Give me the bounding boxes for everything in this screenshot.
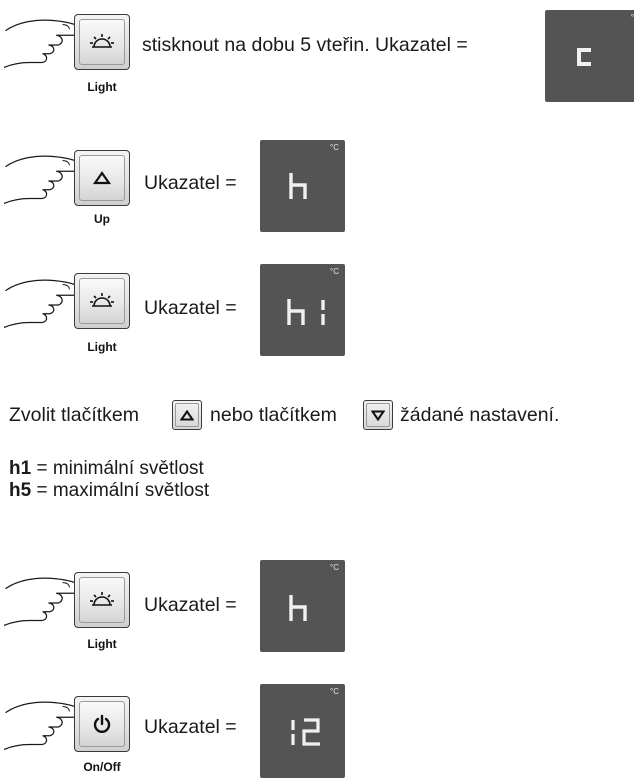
legend-h1: h1 = minimální světlost <box>9 458 204 480</box>
legend-text: = maximální světlost <box>36 480 210 501</box>
legend-h5: h5 = maximální světlost <box>9 480 209 502</box>
unit-label: °C <box>330 143 339 152</box>
instruction-text: stisknout na dobu 5 vteřin. Ukazatel = <box>142 34 468 56</box>
button-caption: Light <box>87 637 117 651</box>
select-text-before: Zvolit tlačítkem <box>9 404 140 426</box>
display-panel: °C h <box>260 140 345 232</box>
light-icon <box>90 293 114 307</box>
hand-pointing-icon <box>4 701 84 751</box>
up-arrow-icon <box>93 171 111 185</box>
light-button[interactable] <box>74 572 130 628</box>
hand-pointing-icon <box>4 279 84 329</box>
display-value-h <box>289 173 307 199</box>
light-button[interactable] <box>74 273 130 329</box>
button-caption: Light <box>87 80 117 94</box>
hand-pointing-icon <box>4 19 84 69</box>
down-button-small[interactable] <box>363 400 393 430</box>
instruction-text: Ukazatel = <box>144 716 237 738</box>
up-button[interactable] <box>74 150 130 206</box>
power-icon <box>93 714 111 733</box>
button-caption: Light <box>87 340 117 354</box>
select-text-after: žádané nastavení. <box>400 404 560 426</box>
light-button[interactable] <box>74 14 130 70</box>
display-panel: °C 12 <box>260 684 345 778</box>
instruction-text: Ukazatel = <box>144 297 237 319</box>
light-icon <box>90 592 114 606</box>
display-value-h1 <box>287 299 325 325</box>
button-caption: On/Off <box>83 760 121 774</box>
light-icon <box>90 34 114 48</box>
legend-text: = minimální světlost <box>36 458 204 479</box>
button-caption: Up <box>94 212 110 226</box>
on-off-button[interactable] <box>74 696 130 752</box>
display-value-12 <box>291 718 320 746</box>
unit-label: °C <box>330 563 339 572</box>
instruction-text: Ukazatel = <box>144 594 237 616</box>
unit-label: ° <box>630 13 634 22</box>
display-value-h <box>289 595 307 621</box>
unit-label: °C <box>330 267 339 276</box>
unit-label: °C <box>330 687 339 696</box>
select-text-middle: nebo tlačítkem <box>210 404 337 426</box>
display-panel: °C h <box>260 560 345 652</box>
hand-pointing-icon <box>4 155 84 205</box>
hand-pointing-icon <box>4 577 84 627</box>
down-arrow-icon <box>371 410 385 421</box>
instruction-text: Ukazatel = <box>144 172 237 194</box>
up-button-small[interactable] <box>172 400 202 430</box>
display-panel: °C h1 <box>260 264 345 356</box>
legend-code: h5 <box>9 480 32 501</box>
legend-code: h1 <box>9 458 32 479</box>
display-value-c <box>577 48 591 66</box>
display-panel: ° c <box>545 10 634 102</box>
up-arrow-icon <box>180 409 194 420</box>
